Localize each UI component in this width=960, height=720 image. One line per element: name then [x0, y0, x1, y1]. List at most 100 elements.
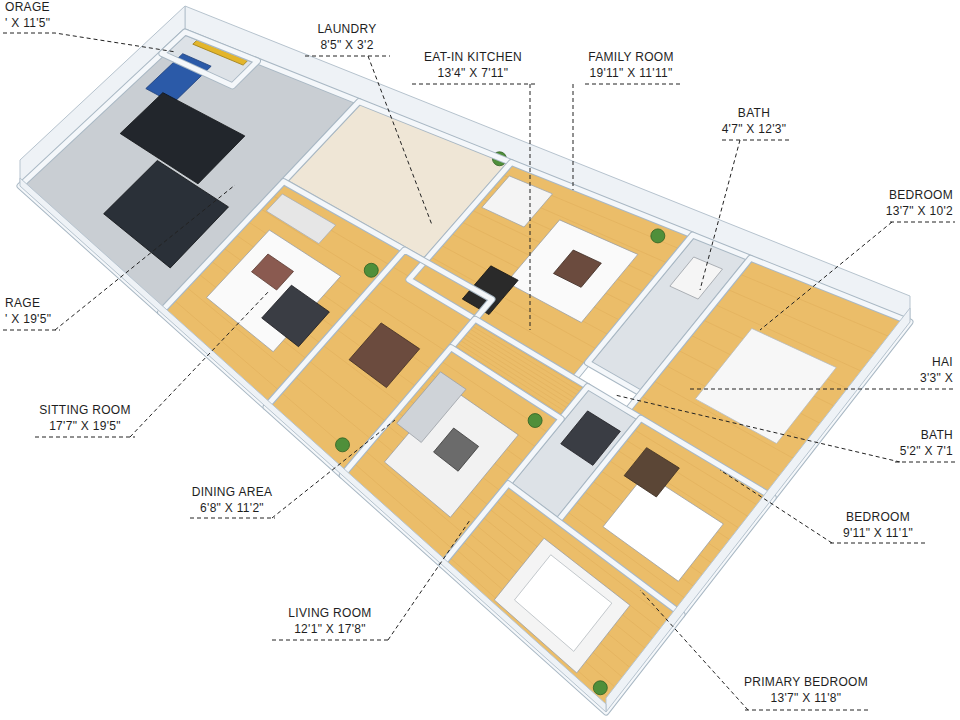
wall: [442, 484, 682, 712]
wall-outline: [451, 319, 588, 419]
car: [104, 160, 229, 268]
room-name: RAGE: [3, 296, 42, 310]
room-name: BATH: [919, 428, 955, 442]
leader-line: [388, 520, 470, 640]
room-dimensions: 9'11" X 11'1": [841, 526, 915, 540]
wall-outline: [266, 250, 492, 475]
room-name: FAMILY ROOM: [586, 50, 676, 64]
potted-plant: [528, 414, 542, 428]
room-dimensions: 6'8" X 11'2": [198, 501, 266, 515]
coffee-table: [553, 250, 601, 287]
leader-line: [55, 185, 235, 330]
room-dimensions: 12'1" X 17'8": [292, 622, 368, 636]
room-name: BEDROOM: [887, 188, 955, 202]
room-dimensions: ' X 19'5": [3, 312, 53, 326]
wall-outline: [558, 418, 773, 614]
wall-outline: [627, 258, 910, 497]
wall-outline: [442, 484, 682, 712]
leader-line: [615, 395, 900, 462]
room-dimensions: 13'7" X 11'8": [769, 691, 844, 705]
wall-outline: [20, 32, 359, 312]
leader-line: [130, 290, 270, 437]
wall-outline: [162, 32, 258, 86]
front-wall: [20, 178, 606, 712]
leader-line: [895, 462, 955, 463]
leader-line: [745, 710, 870, 711]
room-dimensions: 13'4" X 7'11": [436, 66, 511, 80]
rug: [207, 230, 341, 352]
dining-table: [349, 323, 420, 388]
leader-line: [720, 470, 832, 543]
wall: [162, 32, 258, 86]
front-walls: [20, 178, 910, 712]
room-name: BEDROOM: [844, 510, 912, 524]
wall: [627, 258, 910, 497]
leader-line: [305, 56, 390, 57]
leader-line: [272, 640, 390, 641]
wall-outline: [342, 348, 561, 565]
room-name: ORAGE: [3, 0, 52, 14]
room-name: HAI: [930, 355, 955, 369]
room-name: SITTING ROOM: [37, 403, 133, 417]
leader-line: [272, 420, 395, 518]
room-dimensions: 17'7" X 19'5": [47, 419, 123, 433]
potted-plant: [336, 438, 350, 452]
leader-line: [368, 56, 432, 225]
wall: [451, 319, 588, 419]
room-name: LAUNDRY: [315, 22, 378, 36]
room-dimensions: ' X 11'5": [3, 16, 52, 30]
room-dimensions: 5'2" X 7'1: [898, 444, 955, 458]
car: [120, 93, 245, 184]
bench: [262, 285, 330, 347]
floor-plank: [294, 376, 372, 441]
room-dimensions: 13'7" X 10'2: [884, 204, 955, 218]
potted-plant: [593, 681, 607, 695]
room-name: BATH: [736, 106, 772, 120]
potted-plant: [651, 229, 665, 243]
wall: [266, 250, 492, 475]
leader-line: [722, 140, 790, 141]
coffee-table: [252, 254, 294, 290]
leader-line: [190, 518, 275, 519]
leader-line: [890, 222, 955, 223]
room-name: PRIMARY BEDROOM: [742, 675, 870, 689]
room-dimensions: 3'3" X: [918, 371, 955, 385]
furniture: [104, 39, 837, 694]
bed: [695, 328, 836, 443]
wall-outline: [588, 235, 751, 393]
wall: [588, 235, 751, 393]
leader-line: [3, 330, 60, 331]
coffee-table: [434, 428, 479, 471]
potted-plant: [364, 263, 378, 277]
walls: [20, 32, 910, 712]
leader-line: [35, 437, 135, 438]
room-name: DINING AREA: [190, 485, 275, 499]
room-name: LIVING ROOM: [286, 606, 373, 620]
leader-line: [585, 84, 680, 85]
leader-line: [830, 543, 925, 544]
leader-line: [573, 84, 574, 190]
wall-outline: [284, 102, 512, 262]
room-dimensions: 19'11" X 11'11": [588, 66, 675, 80]
room-name: EAT-IN KITCHEN: [422, 50, 524, 64]
leader-line: [412, 84, 535, 85]
room-dimensions: 8'5" X 3'2: [318, 38, 375, 52]
floors: [20, 32, 910, 712]
floor-plank: [455, 549, 621, 693]
leader-line: [760, 222, 892, 330]
leader-line: [690, 389, 955, 390]
wall: [284, 102, 512, 262]
desk: [624, 448, 679, 497]
rug: [506, 220, 637, 323]
leader-line: [3, 33, 176, 52]
leader-line: [530, 84, 531, 330]
wall: [20, 32, 359, 312]
wall: [342, 348, 561, 565]
leader-line: [640, 590, 748, 710]
leader-line: [700, 140, 740, 290]
room-dimensions: 4'7" X 12'3": [720, 122, 789, 136]
